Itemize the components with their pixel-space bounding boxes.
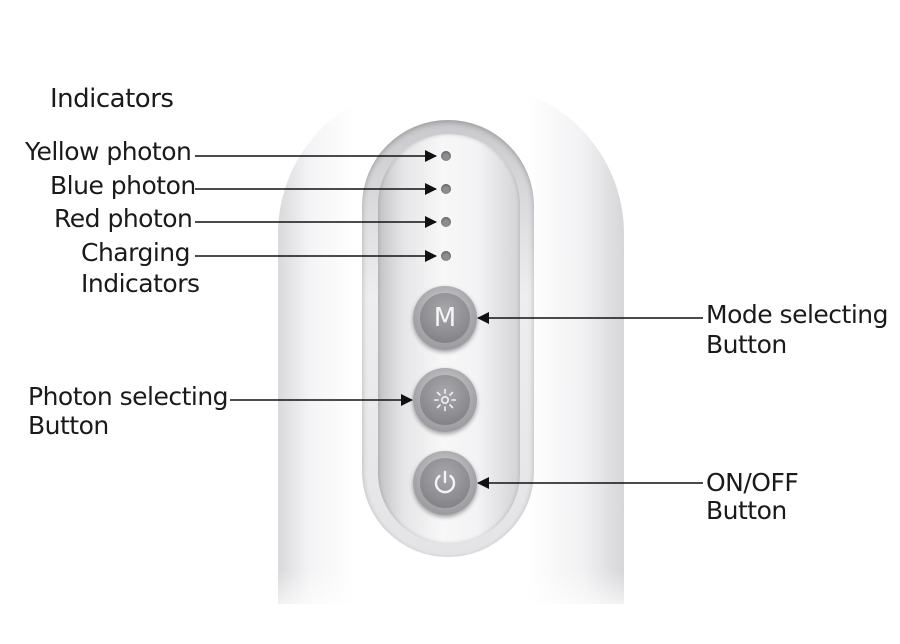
mode-selecting-button[interactable]: M [413, 286, 477, 350]
sun-icon [433, 388, 457, 412]
photon-button-label-line2: Button [28, 411, 109, 440]
red-photon-label: Red photon [54, 204, 193, 233]
blue-photon-label: Blue photon [50, 171, 196, 200]
yellow-photon-indicator-dot [441, 151, 451, 161]
charging-indicator-dot [441, 251, 451, 261]
mode-button-label-line1: Mode selecting [706, 300, 889, 329]
device-fade [0, 570, 900, 644]
power-icon [434, 470, 456, 494]
charging-label-line1: Charging [81, 238, 191, 267]
photon-button-label-line1: Photon selecting [28, 382, 229, 411]
photon-selecting-button[interactable] [413, 368, 477, 432]
on-off-button[interactable] [413, 451, 477, 515]
red-photon-indicator-dot [441, 217, 451, 227]
mode-symbol: M [433, 303, 457, 333]
power-button-label-line2: Button [706, 496, 787, 525]
indicators-heading: Indicators [50, 84, 174, 114]
mode-button-label-line2: Button [706, 330, 787, 359]
blue-photon-indicator-dot [441, 184, 451, 194]
yellow-photon-label: Yellow photon [25, 137, 192, 166]
charging-label-line2: Indicators [81, 269, 200, 298]
power-button-label-line1: ON/OFF [706, 468, 799, 497]
